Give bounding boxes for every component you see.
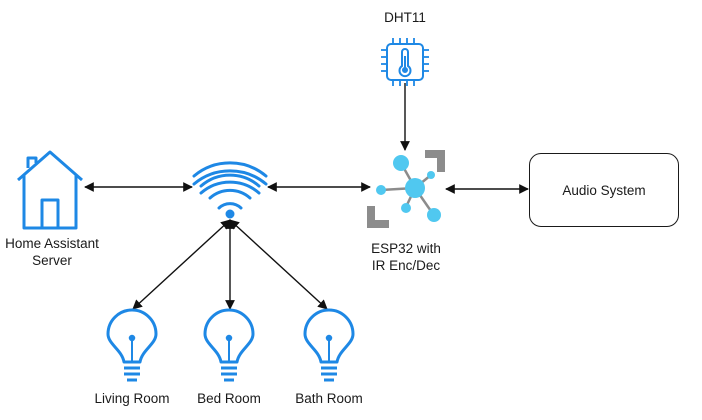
light-bulb-icon	[106, 308, 158, 382]
audio-system-node: Audio System	[529, 153, 679, 227]
audio-system-label: Audio System	[562, 182, 646, 198]
esp32-label-line2: IR Enc/Dec	[371, 258, 441, 273]
esp32-label-line1: ESP32 with	[371, 241, 441, 256]
light-bulb-icon	[303, 308, 355, 382]
sensor-chip-thermometer-icon	[381, 38, 429, 86]
edge-wifi-living	[132, 219, 231, 310]
home-assistant-label: Home Assistant Server	[0, 235, 106, 269]
home-assistant-label-line2: Server	[32, 253, 72, 268]
esp32-label: ESP32 with IR Enc/Dec	[358, 240, 454, 274]
iot-hub-icon	[367, 150, 445, 228]
edge-wifi-bath	[229, 219, 328, 310]
bed-room-label: Bed Room	[197, 391, 261, 406]
bath-room-label: Bath Room	[295, 391, 363, 406]
light-bulb-icon	[203, 308, 255, 382]
house-icon	[17, 150, 83, 230]
home-assistant-label-line1: Home Assistant	[5, 236, 99, 251]
wifi-icon	[192, 161, 268, 219]
dht11-label: DHT11	[384, 10, 426, 25]
living-room-label: Living Room	[94, 391, 170, 406]
